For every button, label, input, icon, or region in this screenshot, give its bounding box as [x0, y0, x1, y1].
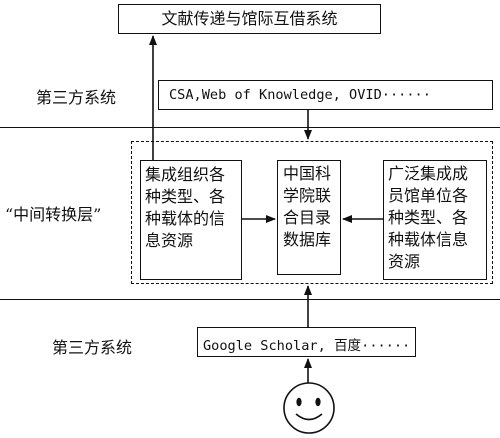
smiley-face-icon — [283, 382, 335, 434]
third-party-services-box-top: CSA,Web of Knowledge, OVID······ — [158, 80, 493, 110]
top-separator — [0, 127, 500, 128]
third-party-services-top: CSA,Web of Knowledge, OVID······ — [169, 87, 431, 103]
document-delivery-system-box: 文献传递与馆际互借系统 — [118, 4, 381, 34]
integrated-resources-text: 集成组织各 种类型、各 种载体的信 息资源 — [145, 165, 226, 250]
bottom-separator — [0, 299, 500, 300]
third-party-services-bottom: Google Scholar, 百度······ — [203, 338, 411, 354]
third-party-label-bottom: 第三方系统 — [52, 338, 133, 357]
middle-layer-container — [131, 141, 493, 284]
third-party-services-box-bottom: Google Scholar, 百度······ — [197, 327, 416, 357]
union-catalog-text: 中国科 学院联 合目录 数据库 — [283, 164, 332, 249]
member-library-resources-box: 广泛集成成 员馆单位各 种类型、各 种载体信息 资源 — [383, 160, 487, 280]
member-library-resources-text: 广泛集成成 员馆单位各 种类型、各 种载体信息 资源 — [388, 164, 469, 271]
union-catalog-box: 中国科 学院联 合目录 数据库 — [277, 160, 341, 275]
third-party-label-top: 第三方系统 — [36, 88, 117, 107]
document-delivery-system-label: 文献传递与馆际互借系统 — [161, 9, 338, 28]
integrated-resources-box: 集成组织各 种类型、各 种载体的信 息资源 — [140, 160, 242, 280]
middle-layer-label: “中间转换层” — [5, 205, 102, 224]
